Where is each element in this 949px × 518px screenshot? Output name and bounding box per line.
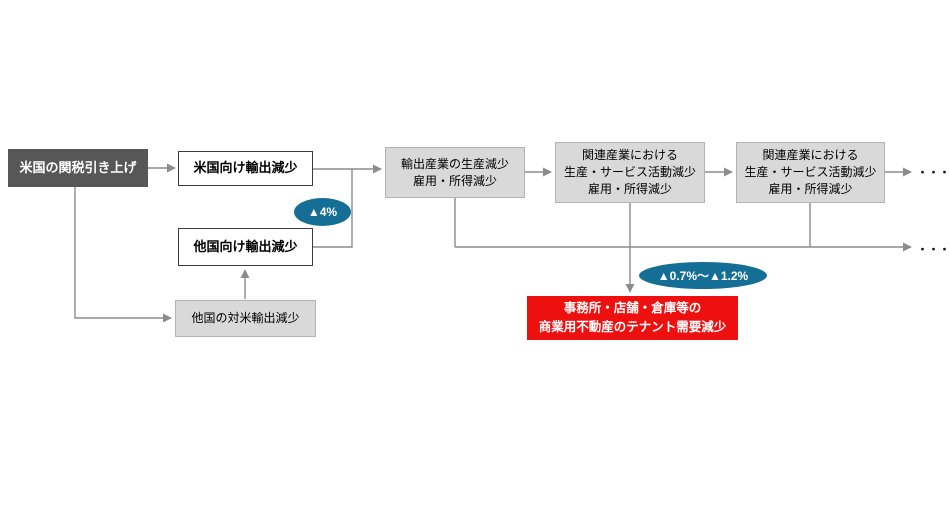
node-related-industries-decline-1: 関連産業における 生産・サービス活動減少 雇用・所得減少 [555, 142, 705, 203]
node-label-line-1: 関連産業における [762, 148, 859, 163]
node-us-tariff-increase: 米国の関税引き上げ [8, 149, 148, 187]
node-other-countries-exports-to-us-decline: 他国の対米輸出減少 [175, 300, 316, 337]
node-exports-to-us-decline: 米国向け輸出減少 [178, 151, 313, 186]
node-label-line-1: 関連産業における [581, 148, 678, 163]
continuation-dots-top: ・・・ [917, 167, 949, 179]
node-export-industry-production-decline: 輸出産業の生産減少 雇用・所得減少 [385, 147, 525, 198]
node-label-line-3: 雇用・所得減少 [587, 181, 672, 196]
node-commercial-real-estate-tenant-demand-decline: 事務所・店舗・倉庫等の 商業用不動産のテナント需要減少 [527, 296, 738, 340]
node-label-line-2: 生産・サービス活動減少 [744, 165, 877, 180]
node-label: 米国の関税引き上げ [19, 159, 137, 175]
arrow-tariff-to-other-to-us [74, 187, 172, 323]
badge-label: ▲4% [307, 205, 338, 219]
node-label: 他国向け輸出減少 [193, 238, 298, 254]
node-label: 他国の対米輸出減少 [191, 311, 300, 326]
badge-label: ▲0.7%〜▲1.2% [657, 269, 749, 283]
node-label-line-1: 輸出産業の生産減少 [400, 156, 509, 171]
continuation-dots-bottom: ・・・ [917, 244, 949, 256]
node-label-line-2: 商業用不動産のテナント需要減少 [538, 320, 727, 334]
node-label-line-3: 雇用・所得減少 [768, 181, 853, 196]
node-related-industries-decline-2: 関連産業における 生産・サービス活動減少 雇用・所得減少 [736, 142, 885, 203]
badge-export-decline-percentage: ▲4% [294, 198, 351, 226]
badge-demand-decline-range: ▲0.7%〜▲1.2% [639, 262, 767, 289]
node-exports-to-others-decline: 他国向け輸出減少 [178, 228, 313, 266]
node-label: 米国向け輸出減少 [193, 160, 298, 176]
node-label-line-2: 雇用・所得減少 [412, 173, 497, 188]
node-label-line-2: 生産・サービス活動減少 [563, 165, 696, 180]
node-label-line-1: 事務所・店舗・倉庫等の [563, 300, 702, 315]
